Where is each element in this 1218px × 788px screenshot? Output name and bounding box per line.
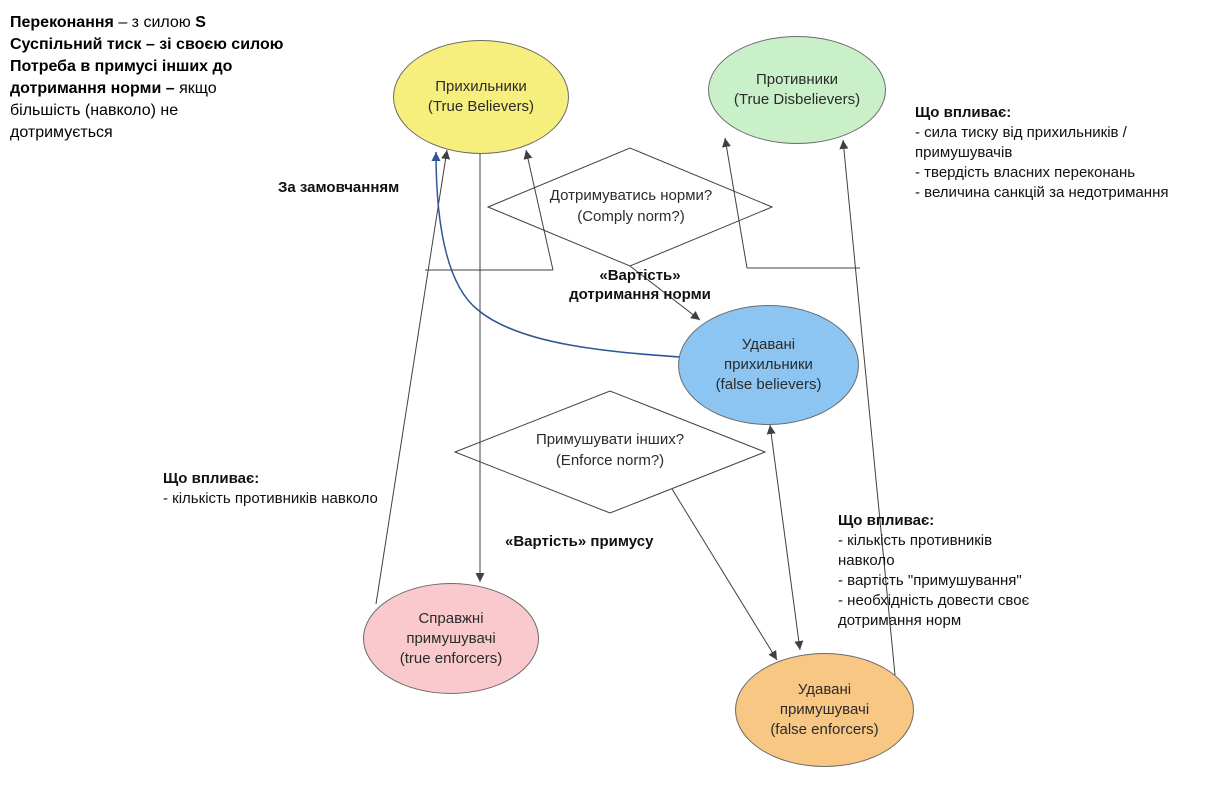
edge-enforce-to-false-enforcers — [671, 488, 778, 661]
legend-need-rest: якщо — [179, 80, 217, 97]
decision-question: Примушувати інших? — [535, 431, 685, 448]
node-sublabel: (false enforcers) — [770, 721, 879, 738]
annotation-title: Що впливає: — [838, 512, 935, 529]
legend-line-belief: Переконання – з силою S — [10, 12, 310, 34]
annotation-item: - величина санкцій за недотримання — [915, 184, 1169, 201]
node-false-enforcers: Удавані примушувачі (false enforcers) — [735, 653, 914, 767]
edge-false-believers-to-true-believers — [431, 151, 681, 358]
annotation-disbelievers-factors: Що впливає: - сила тиску від прихильникі… — [915, 103, 1215, 203]
comply-cost-line-2: дотримання норми — [569, 286, 711, 303]
annotation-item: - кількість противників навколо — [838, 532, 993, 569]
decision-question-en: (Comply norm?) — [577, 208, 685, 225]
node-label: Противники — [756, 71, 838, 88]
legend-line-need-2: дотримання норми – якщо — [10, 78, 310, 100]
annotation-false-enforcers-factors: Що впливає: - кількість противників навк… — [838, 511, 1043, 631]
node-sublabel: (true enforcers) — [399, 649, 503, 667]
annotation-title: Що впливає: — [163, 470, 260, 487]
legend-line-pressure: Суспільний тиск – зі своєю силою — [10, 36, 284, 53]
node-label: Прихильники — [435, 78, 527, 95]
edge-true-enforcers-to-true-believers — [375, 149, 451, 605]
annotation-item: - необхідність довести своє дотримання н… — [838, 592, 1030, 629]
legend-belief-strength: S — [195, 14, 206, 31]
legend-text: Переконання – з силою S Суспільний тиск … — [10, 12, 310, 144]
node-sublabel: (True Disbelievers) — [733, 91, 861, 108]
node-label: Справжні — [418, 609, 484, 627]
edge-false-believers-false-enforcers — [766, 424, 804, 651]
annotation-enforcers-factors: Що впливає: - кількість противників навк… — [163, 469, 423, 509]
node-false-believers: Удавані прихильники (false believers) — [678, 305, 859, 425]
node-label-2: примушувачі — [779, 701, 870, 718]
legend-belief-term: Переконання — [10, 14, 114, 31]
node-sublabel: (True Believers) — [427, 98, 535, 115]
node-label: Удавані — [741, 336, 796, 353]
annotation-item: - сила тиску від прихильників / примушув… — [915, 124, 1127, 161]
node-label: Удавані — [797, 681, 852, 698]
edge-comply-to-false-believers — [629, 265, 701, 321]
default-edge-label: За замовчанням — [278, 179, 400, 196]
node-sublabel: (false believers) — [715, 376, 822, 393]
enforce-cost-label: «Вартість» примусу — [505, 533, 654, 550]
legend-need-bold: дотримання норми – — [10, 80, 180, 97]
node-label-2: прихильники — [724, 356, 813, 373]
comply-decision-label: Дотримуватись норми? (Comply norm?) — [506, 185, 756, 227]
edge-false-enforcers-to-true-disbelievers — [839, 139, 896, 676]
legend-line-need-4: дотримується — [10, 124, 113, 141]
decision-question-en: (Enforce norm?) — [555, 452, 665, 469]
comply-cost-line-1: «Вартість» — [599, 267, 681, 284]
node-label-2: примушувачі — [406, 629, 496, 647]
node-true-enforcers: Справжні примушувачі (true enforcers) — [363, 583, 539, 694]
edge-comply-to-true-believers — [523, 149, 554, 271]
legend-line-need-3: більшість (навколо) не — [10, 102, 179, 119]
annotation-item: - твердість власних переконань — [915, 164, 1136, 181]
comply-decision-diamond — [486, 147, 774, 267]
annotation-item: - вартість "примушування" — [838, 572, 1022, 589]
annotation-item: - кількість противників навколо — [163, 490, 378, 507]
annotation-title: Що впливає: — [915, 104, 1012, 121]
legend-belief-rest: – з силою — [113, 14, 196, 31]
comply-cost-label: «Вартість» дотримання норми — [555, 266, 725, 304]
legend-line-need-1: Потреба в примусі інших до — [10, 58, 233, 75]
enforce-decision-label: Примушувати інших? (Enforce norm?) — [485, 429, 735, 471]
node-true-believers: Прихильники (True Believers) — [393, 40, 569, 154]
edge-comply-to-true-disbelievers — [722, 137, 748, 269]
decision-question: Дотримуватись норми? — [549, 187, 713, 204]
node-true-disbelievers: Противники (True Disbelievers) — [708, 36, 886, 144]
enforce-decision-diamond — [453, 390, 767, 514]
